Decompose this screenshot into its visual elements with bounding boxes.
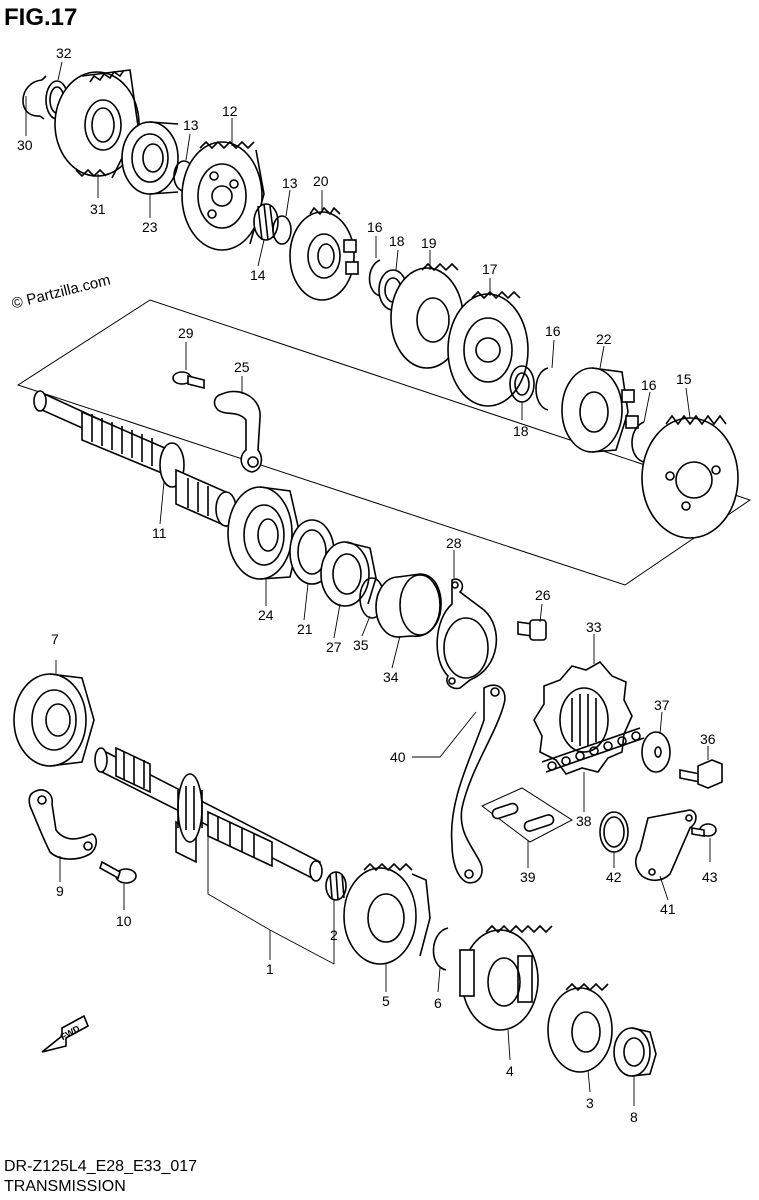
part-22-shift-dog[interactable] [561, 367, 639, 453]
part-16a-circlip[interactable] [368, 259, 381, 297]
part-6-circlip[interactable] [432, 927, 449, 971]
part-15-gear[interactable] [641, 414, 739, 539]
callout-9[interactable]: 9 [56, 883, 64, 899]
callout-13b[interactable]: 13 [282, 175, 298, 191]
callout-4[interactable]: 4 [506, 1063, 514, 1079]
callout-16a[interactable]: 16 [367, 219, 383, 235]
callout-15[interactable]: 15 [676, 371, 692, 387]
callout-7[interactable]: 7 [51, 631, 59, 647]
part-12-gear[interactable] [181, 140, 265, 251]
part-11-countershaft[interactable] [33, 390, 237, 528]
part-2-needle-bearing[interactable] [325, 871, 347, 901]
callout-40[interactable]: 40 [390, 749, 406, 765]
callout-5[interactable]: 5 [382, 993, 390, 1009]
part-24-bearing[interactable] [227, 486, 301, 580]
part-30-circlip[interactable] [22, 75, 47, 120]
part-17-gear[interactable] [447, 290, 529, 407]
callout-33[interactable]: 33 [586, 619, 602, 635]
callout-1[interactable]: 1 [266, 961, 274, 977]
part-27-oil-seal[interactable] [320, 541, 377, 607]
part-28-retainer-plate[interactable] [436, 578, 498, 690]
callout-19[interactable]: 19 [421, 235, 437, 251]
callout-38[interactable]: 38 [576, 813, 592, 829]
part-7-bearing[interactable] [13, 673, 95, 767]
callout-6[interactable]: 6 [434, 995, 442, 1011]
part-13b-washer[interactable] [272, 215, 292, 245]
part-29-bolt[interactable] [172, 371, 205, 390]
part-36-bolt[interactable] [679, 759, 723, 789]
callout-24[interactable]: 24 [258, 607, 274, 623]
part-9-retainer[interactable] [28, 789, 98, 860]
callout-43[interactable]: 43 [702, 869, 718, 885]
part-26-bolt[interactable] [517, 619, 547, 641]
figure-caption: TRANSMISSION [4, 1178, 126, 1195]
callout-27[interactable]: 27 [326, 639, 342, 655]
part-23-bearing[interactable] [121, 121, 179, 195]
callout-22[interactable]: 22 [596, 331, 612, 347]
part-5-gear[interactable] [343, 862, 431, 965]
callout-10[interactable]: 10 [116, 913, 132, 929]
callout-21[interactable]: 21 [297, 621, 313, 637]
callout-16b[interactable]: 16 [545, 323, 561, 339]
callout-41[interactable]: 41 [660, 901, 676, 917]
fwd-arrow-icon: FWD [41, 1014, 90, 1053]
part-16b-circlip[interactable] [535, 367, 549, 411]
callout-17[interactable]: 17 [482, 261, 498, 277]
callout-31[interactable]: 31 [90, 201, 106, 217]
part-43-screw[interactable] [691, 823, 717, 837]
part-10-screw[interactable] [99, 860, 137, 884]
callout-20[interactable]: 20 [313, 173, 329, 189]
part-25-retainer[interactable] [213, 390, 263, 473]
callout-29[interactable]: 29 [178, 325, 194, 341]
part-39-chain-joint[interactable] [481, 787, 573, 843]
callout-28[interactable]: 28 [446, 535, 462, 551]
part-38-chain[interactable] [541, 727, 645, 773]
callout-42[interactable]: 42 [606, 869, 622, 885]
callout-35[interactable]: 35 [353, 637, 369, 653]
callout-32[interactable]: 32 [56, 45, 72, 61]
callout-37[interactable]: 37 [654, 697, 670, 713]
callouts: 30 32 31 23 12 13 13 14 20 16 18 19 17 1… [17, 45, 718, 1125]
callout-25[interactable]: 25 [234, 359, 250, 375]
callout-26[interactable]: 26 [535, 587, 551, 603]
callout-14[interactable]: 14 [250, 267, 266, 283]
callout-30[interactable]: 30 [17, 137, 33, 153]
callout-34[interactable]: 34 [383, 669, 399, 685]
part-20-gear[interactable] [289, 206, 359, 301]
part-3-gear[interactable] [547, 982, 613, 1073]
figure-title: FIG.17 [4, 4, 78, 31]
callout-18a[interactable]: 18 [389, 233, 405, 249]
callout-23[interactable]: 23 [142, 219, 158, 235]
part-16c-circlip[interactable] [631, 421, 645, 463]
part-41-cover-plate[interactable] [634, 809, 697, 882]
part-14-needle-bearing[interactable] [253, 203, 279, 241]
part-37-washer[interactable] [641, 731, 671, 773]
callout-11[interactable]: 11 [152, 525, 167, 541]
model-code: DR-Z125L4_E28_E33_017 [4, 1158, 198, 1175]
part-8-bearing[interactable] [613, 1027, 657, 1077]
leader-lines [25, 61, 711, 1106]
callout-2[interactable]: 2 [330, 927, 338, 943]
callout-39[interactable]: 39 [520, 869, 536, 885]
part-40-chain-guide[interactable] [450, 684, 506, 884]
callout-8[interactable]: 8 [630, 1109, 638, 1125]
callout-13a[interactable]: 13 [183, 117, 199, 133]
callout-16c[interactable]: 16 [641, 377, 657, 393]
part-4-gear[interactable] [459, 924, 553, 1031]
part-34-spacer[interactable] [375, 573, 442, 638]
callout-12[interactable]: 12 [222, 103, 238, 119]
part-33-sprocket[interactable] [533, 660, 633, 775]
callout-3[interactable]: 3 [586, 1095, 594, 1111]
part-42-o-ring[interactable] [599, 811, 629, 853]
callout-36[interactable]: 36 [700, 731, 716, 747]
part-1-main-shaft[interactable] [94, 746, 323, 882]
part-31-gear[interactable] [54, 69, 140, 179]
callout-18b[interactable]: 18 [513, 423, 529, 439]
countershaft-group-boundary [16, 299, 752, 586]
